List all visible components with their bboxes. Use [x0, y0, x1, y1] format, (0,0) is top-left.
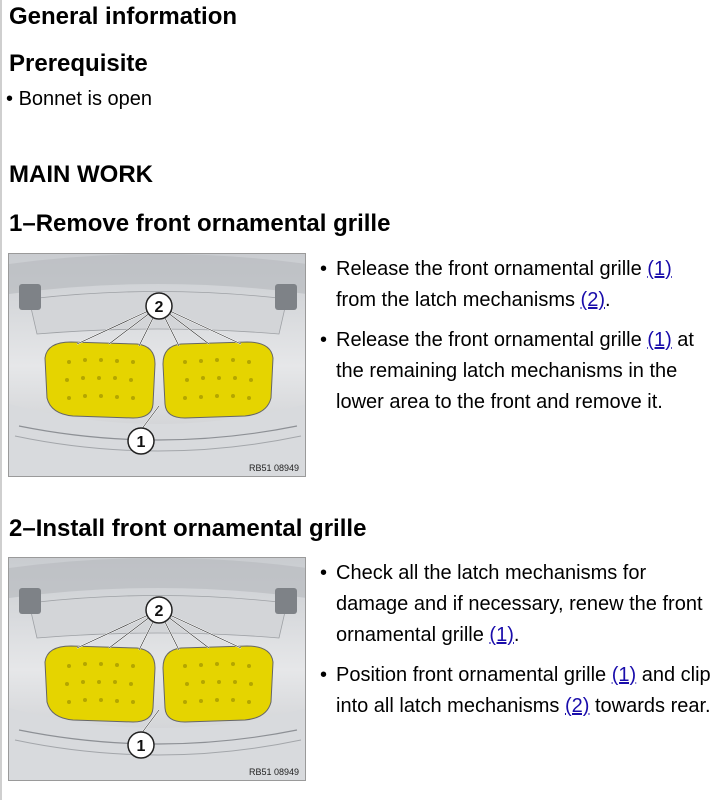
page-left-border	[0, 0, 2, 800]
part-reference-link[interactable]: (1)	[647, 329, 672, 351]
figure-code: RB51 08949	[249, 463, 299, 473]
bullet: •	[6, 88, 14, 110]
grille-figure-2: 2 1 RB51 08949	[8, 557, 306, 781]
figure-code: RB51 08949	[249, 767, 299, 777]
step-item: • Release the front ornamental grille (1)…	[320, 325, 712, 418]
section-2-title: 2–Install front ornamental grille	[9, 515, 367, 542]
callout-2: 2	[155, 603, 164, 620]
part-reference-link[interactable]: (2)	[580, 289, 605, 311]
step-text: at the remaining latch mechanisms in the…	[336, 329, 694, 413]
bullet: •	[320, 562, 328, 584]
grille-illustration: 2 1 RB51 08949	[9, 558, 305, 780]
step-text: towards rear.	[589, 695, 711, 717]
section-1-title: 1–Remove front ornamental grille	[9, 210, 391, 237]
bullet: •	[320, 664, 328, 686]
step-text: .	[604, 289, 611, 311]
step-text: .	[513, 624, 520, 646]
step-text: and clip into all latch mechanisms	[336, 664, 711, 717]
callout-2: 2	[155, 299, 164, 316]
part-reference-link[interactable]: (1)	[647, 258, 672, 280]
step-text: from the latch mechanisms	[336, 289, 581, 311]
part-reference-link[interactable]: (1)	[489, 624, 514, 646]
step-text: Check all the latch mechanisms for damag…	[336, 562, 703, 646]
step-text: Release the front ornamental grille	[336, 258, 648, 280]
step-item: • Position front ornamental grille (1) an…	[320, 660, 712, 722]
prerequisite-item-text: Bonnet is open	[18, 88, 153, 110]
grille-illustration: 2 1 RB51 08949	[9, 254, 305, 476]
bullet: •	[320, 258, 328, 280]
general-information-heading: General information	[9, 3, 238, 30]
callout-1: 1	[137, 434, 146, 451]
step-item: • Check all the latch mechanisms for dama…	[320, 558, 712, 651]
section-1-steps: • Release the front ornamental grille (1)…	[320, 254, 712, 427]
step-item: • Release the front ornamental grille (1)…	[320, 254, 712, 316]
callout-1: 1	[137, 738, 146, 755]
step-text: Release the front ornamental grille	[336, 329, 648, 351]
part-reference-link[interactable]: (1)	[611, 664, 637, 686]
grille-figure-1: 2 1 RB51 08949	[8, 253, 306, 477]
prerequisite-heading: Prerequisite	[9, 50, 148, 77]
bullet: •	[320, 329, 328, 351]
main-work-heading: MAIN WORK	[9, 161, 153, 188]
step-text: Position front ornamental grille	[336, 664, 612, 686]
section-2-steps: • Check all the latch mechanisms for dama…	[320, 558, 712, 731]
part-reference-link[interactable]: (2)	[564, 695, 590, 717]
prerequisite-item: • Bonnet is open	[6, 86, 152, 112]
